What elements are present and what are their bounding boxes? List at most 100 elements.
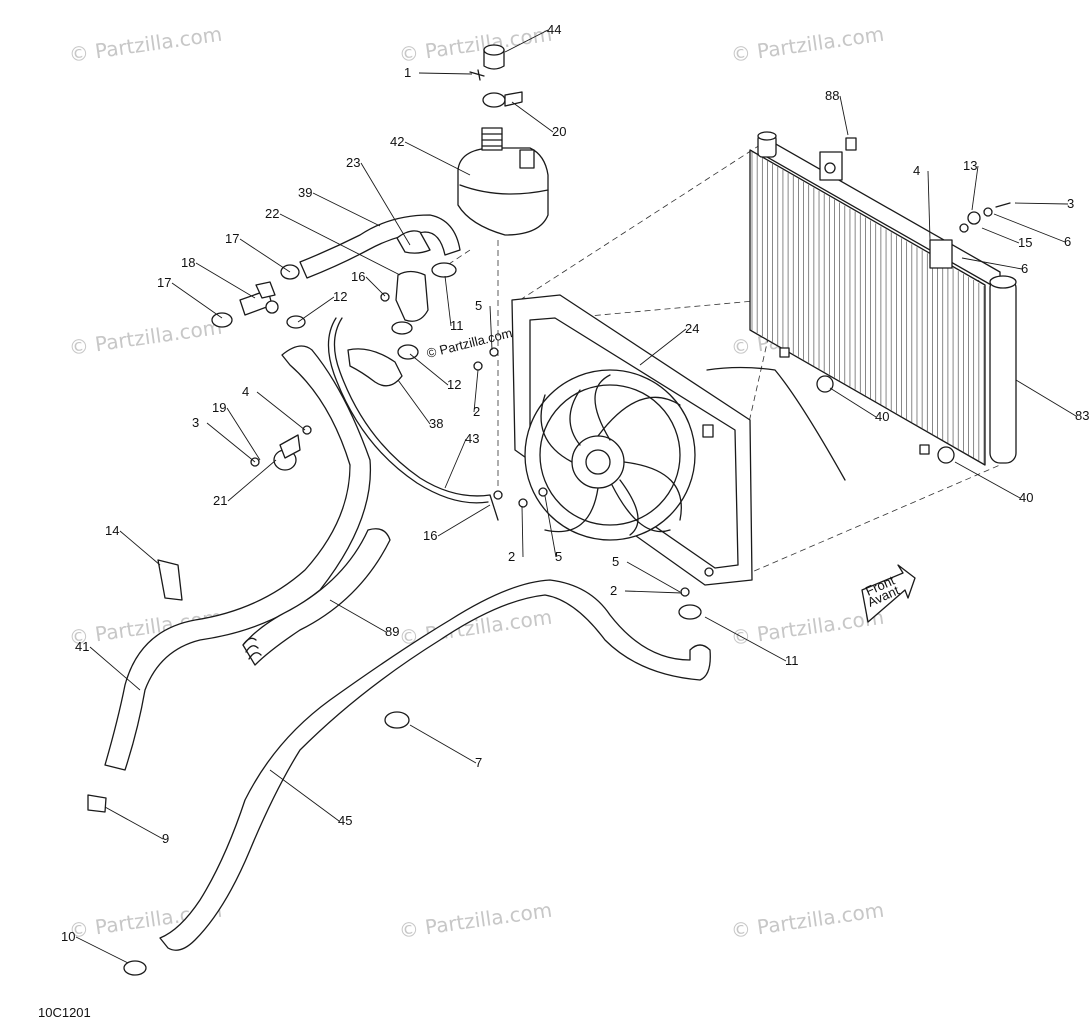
callout-label-21: 21 — [213, 493, 227, 508]
callout-leader — [227, 459, 277, 502]
callout-label-16: 16 — [351, 269, 365, 284]
callout-label-3: 3 — [1067, 196, 1074, 211]
radiator-fins — [751, 152, 985, 464]
callout-leader — [927, 170, 931, 241]
callout-leader — [981, 227, 1020, 244]
corrugated-hose-89 — [242, 528, 391, 666]
callout-label-1: 1 — [404, 65, 411, 80]
callout-label-12: 12 — [447, 377, 461, 392]
callout-leader — [971, 165, 979, 211]
callout-label-5: 5 — [475, 298, 482, 313]
fan-shroud — [511, 294, 753, 586]
callout-leader — [409, 353, 449, 386]
callout-label-83: 83 — [1075, 408, 1089, 423]
callout-label-22: 22 — [265, 206, 279, 221]
callout-label-40: 40 — [1019, 490, 1033, 505]
callout-label-15: 15 — [1018, 235, 1032, 250]
callout-leader — [1014, 202, 1069, 205]
callout-label-89: 89 — [385, 624, 399, 639]
callout-leader — [269, 769, 340, 822]
callout-label-13: 13 — [963, 158, 977, 173]
hose-45 — [159, 579, 711, 951]
callout-label-43: 43 — [465, 431, 479, 446]
callout-label-2: 2 — [473, 404, 480, 419]
callout-leader — [626, 561, 681, 593]
callout-leader — [312, 192, 381, 227]
callout-leader — [329, 599, 387, 633]
callout-label-41: 41 — [75, 639, 89, 654]
callout-leader — [239, 238, 291, 273]
callout-label-2: 2 — [508, 549, 515, 564]
watermark: © Partzilla.com — [729, 898, 885, 943]
callout-label-24: 24 — [685, 321, 699, 336]
overflow-hose — [327, 317, 499, 521]
callout-label-20: 20 — [552, 124, 566, 139]
callout-leader — [704, 616, 787, 662]
callout-leader — [365, 276, 386, 297]
callout-label-23: 23 — [346, 155, 360, 170]
callout-leader — [104, 806, 164, 840]
callout-leader — [624, 590, 683, 594]
watermark: © Partzilla.com — [67, 22, 223, 67]
callout-leader — [119, 530, 161, 566]
callout-leader — [297, 296, 335, 323]
callout-label-16: 16 — [423, 528, 437, 543]
callout-label-4: 4 — [242, 384, 249, 399]
callout-label-39: 39 — [298, 185, 312, 200]
callout-label-2: 2 — [610, 583, 617, 598]
reference-code: 10C1201 — [38, 1005, 91, 1020]
callout-label-17: 17 — [225, 231, 239, 246]
callout-leader — [171, 282, 223, 319]
callout-label-4: 4 — [913, 163, 920, 178]
callout-label-7: 7 — [475, 755, 482, 770]
hose-41 — [104, 345, 372, 771]
callout-leader — [360, 162, 411, 246]
callout-leader — [397, 379, 431, 425]
callout-leader — [504, 29, 549, 53]
callout-leader — [89, 646, 141, 691]
callout-label-18: 18 — [181, 255, 195, 270]
callout-leader — [437, 504, 491, 537]
radiator — [749, 131, 1017, 466]
upper-hoses — [299, 214, 461, 387]
callout-leader — [639, 328, 687, 366]
callout-label-6: 6 — [1064, 234, 1071, 249]
callout-label-9: 9 — [162, 831, 169, 846]
callout-leader — [195, 262, 256, 299]
watermark: © Partzilla.com — [397, 898, 553, 943]
callout-label-11: 11 — [785, 653, 799, 668]
callout-label-44: 44 — [547, 22, 561, 37]
callout-label-38: 38 — [429, 416, 443, 431]
callout-leader — [279, 213, 401, 276]
callout-label-45: 45 — [338, 813, 352, 828]
callout-leader — [444, 275, 452, 327]
watermark: © Partzilla.com — [729, 22, 885, 67]
callout-leader — [993, 213, 1066, 243]
callout-label-88: 88 — [825, 88, 839, 103]
callout-label-42: 42 — [390, 134, 404, 149]
watermark: © Partzilla.com — [397, 22, 553, 67]
callout-leader — [206, 422, 256, 463]
callout-leader — [961, 257, 1023, 270]
watermark: © Partzilla.com — [67, 315, 223, 360]
callout-leader — [418, 72, 473, 75]
callout-leader — [409, 724, 477, 764]
callout-leader — [954, 461, 1021, 499]
callout-leader — [75, 936, 129, 964]
callout-leader — [521, 505, 524, 558]
callout-label-14: 14 — [105, 523, 119, 538]
overlay-watermark: © Partzilla.com — [425, 325, 514, 361]
callout-leader — [256, 391, 306, 431]
front-direction-arrow: Front Avant — [861, 564, 916, 623]
hose-fittings — [211, 264, 306, 329]
callout-leader — [444, 438, 467, 489]
callout-leader — [1015, 379, 1077, 417]
callout-label-5: 5 — [612, 554, 619, 569]
callout-leader — [489, 305, 493, 351]
callout-label-19: 19 — [212, 400, 226, 415]
callout-label-6: 6 — [1021, 261, 1028, 276]
coolant-reservoir-assembly — [457, 44, 549, 236]
callout-label-17: 17 — [157, 275, 171, 290]
callout-leader — [226, 407, 261, 461]
